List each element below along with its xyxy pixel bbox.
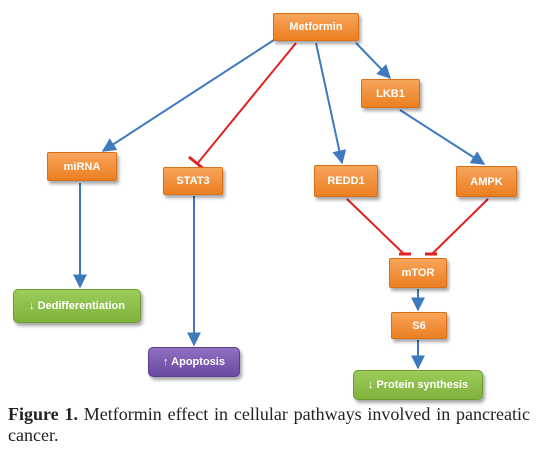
node-s6: S6 bbox=[391, 312, 447, 339]
figure-label: Figure 1. bbox=[8, 404, 78, 424]
edge-redd1-mtor bbox=[346, 198, 406, 256]
edge-metformin-lkb1 bbox=[355, 42, 391, 80]
node-lkb1: LKB1 bbox=[361, 79, 420, 108]
node-apoptosis: ↑ Apoptosis bbox=[148, 347, 240, 377]
node-stat3: STAT3 bbox=[163, 167, 223, 195]
node-ampk: AMPK bbox=[456, 166, 517, 197]
node-mirna: miRNA bbox=[47, 152, 117, 181]
node-mtor: mTOR bbox=[389, 258, 447, 288]
node-redd1: REDD1 bbox=[314, 165, 378, 197]
figure-caption-text: Metformin effect in cellular pathways in… bbox=[8, 404, 530, 445]
edge-lkb1-ampk bbox=[399, 109, 486, 165]
edge-metformin-mirna bbox=[101, 37, 278, 152]
node-dedifferentiation: ↓ Dedifferentiation bbox=[13, 289, 141, 323]
edge-metformin-stat3 bbox=[196, 42, 297, 165]
node-metformin: Metformin bbox=[273, 13, 359, 41]
edge-metformin-redd1 bbox=[315, 42, 347, 165]
figure-caption: Figure 1. Metformin effect in cellular p… bbox=[8, 404, 530, 446]
node-protein-synthesis: ↓ Protein synthesis bbox=[353, 370, 483, 400]
edge-ampk-mtor bbox=[430, 198, 489, 256]
